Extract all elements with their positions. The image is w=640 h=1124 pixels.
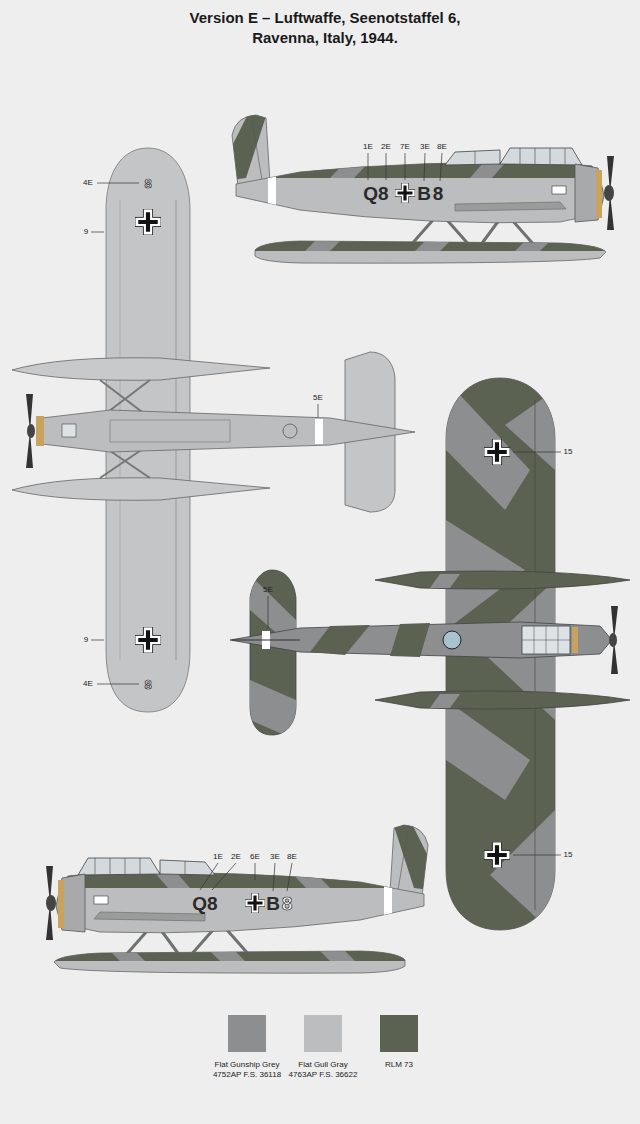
callout-number: 1E [363,143,373,151]
callout-number: 2E [231,853,241,861]
legend-swatch [228,1015,266,1052]
callout-number: 6E [250,853,260,861]
title: Version E – Luftwaffe, Seenotstaffel 6, … [165,8,485,49]
callout-number: 5E [313,394,323,402]
callout-number: 8E [437,143,447,151]
side-view-left [46,820,430,973]
aircraft-code: 8 [282,894,293,913]
callout-number: 4E [83,179,93,187]
legend-text: RLM 73 [359,1060,439,1070]
callout-number: 2E [381,143,391,151]
legend-swatch [304,1015,342,1052]
callout-number: 3E [420,143,430,151]
callout-number: 1E [213,853,223,861]
callout-number: 4E [83,680,93,688]
top-view [230,378,630,935]
callout-number: 9 [84,636,88,644]
callout-number: 9 [84,228,88,236]
aircraft-code: B [266,894,280,913]
callout-number: 15 [564,851,573,859]
side-view-right [230,110,614,263]
callout-number: 3E [270,853,280,861]
aircraft-code: 8 [144,678,151,691]
aircraft-code: 8 [144,177,151,190]
legend-text: Flat Gull Gray 4763AP F.S. 36622 [283,1060,363,1081]
aircraft-code: B [417,184,431,203]
legend-text: Flat Gunship Grey 4752AP F.S. 36118 [207,1060,287,1081]
callout-number: 5E [263,586,273,594]
callout-number: 7E [400,143,410,151]
callout-number: 8E [287,853,297,861]
aircraft-code: 8 [433,184,444,203]
aircraft-code: Q8 [192,894,217,913]
aircraft-code: Q8 [363,184,388,203]
legend-swatch [380,1015,418,1052]
leader-lines [91,153,561,891]
callout-number: 15 [564,448,573,456]
